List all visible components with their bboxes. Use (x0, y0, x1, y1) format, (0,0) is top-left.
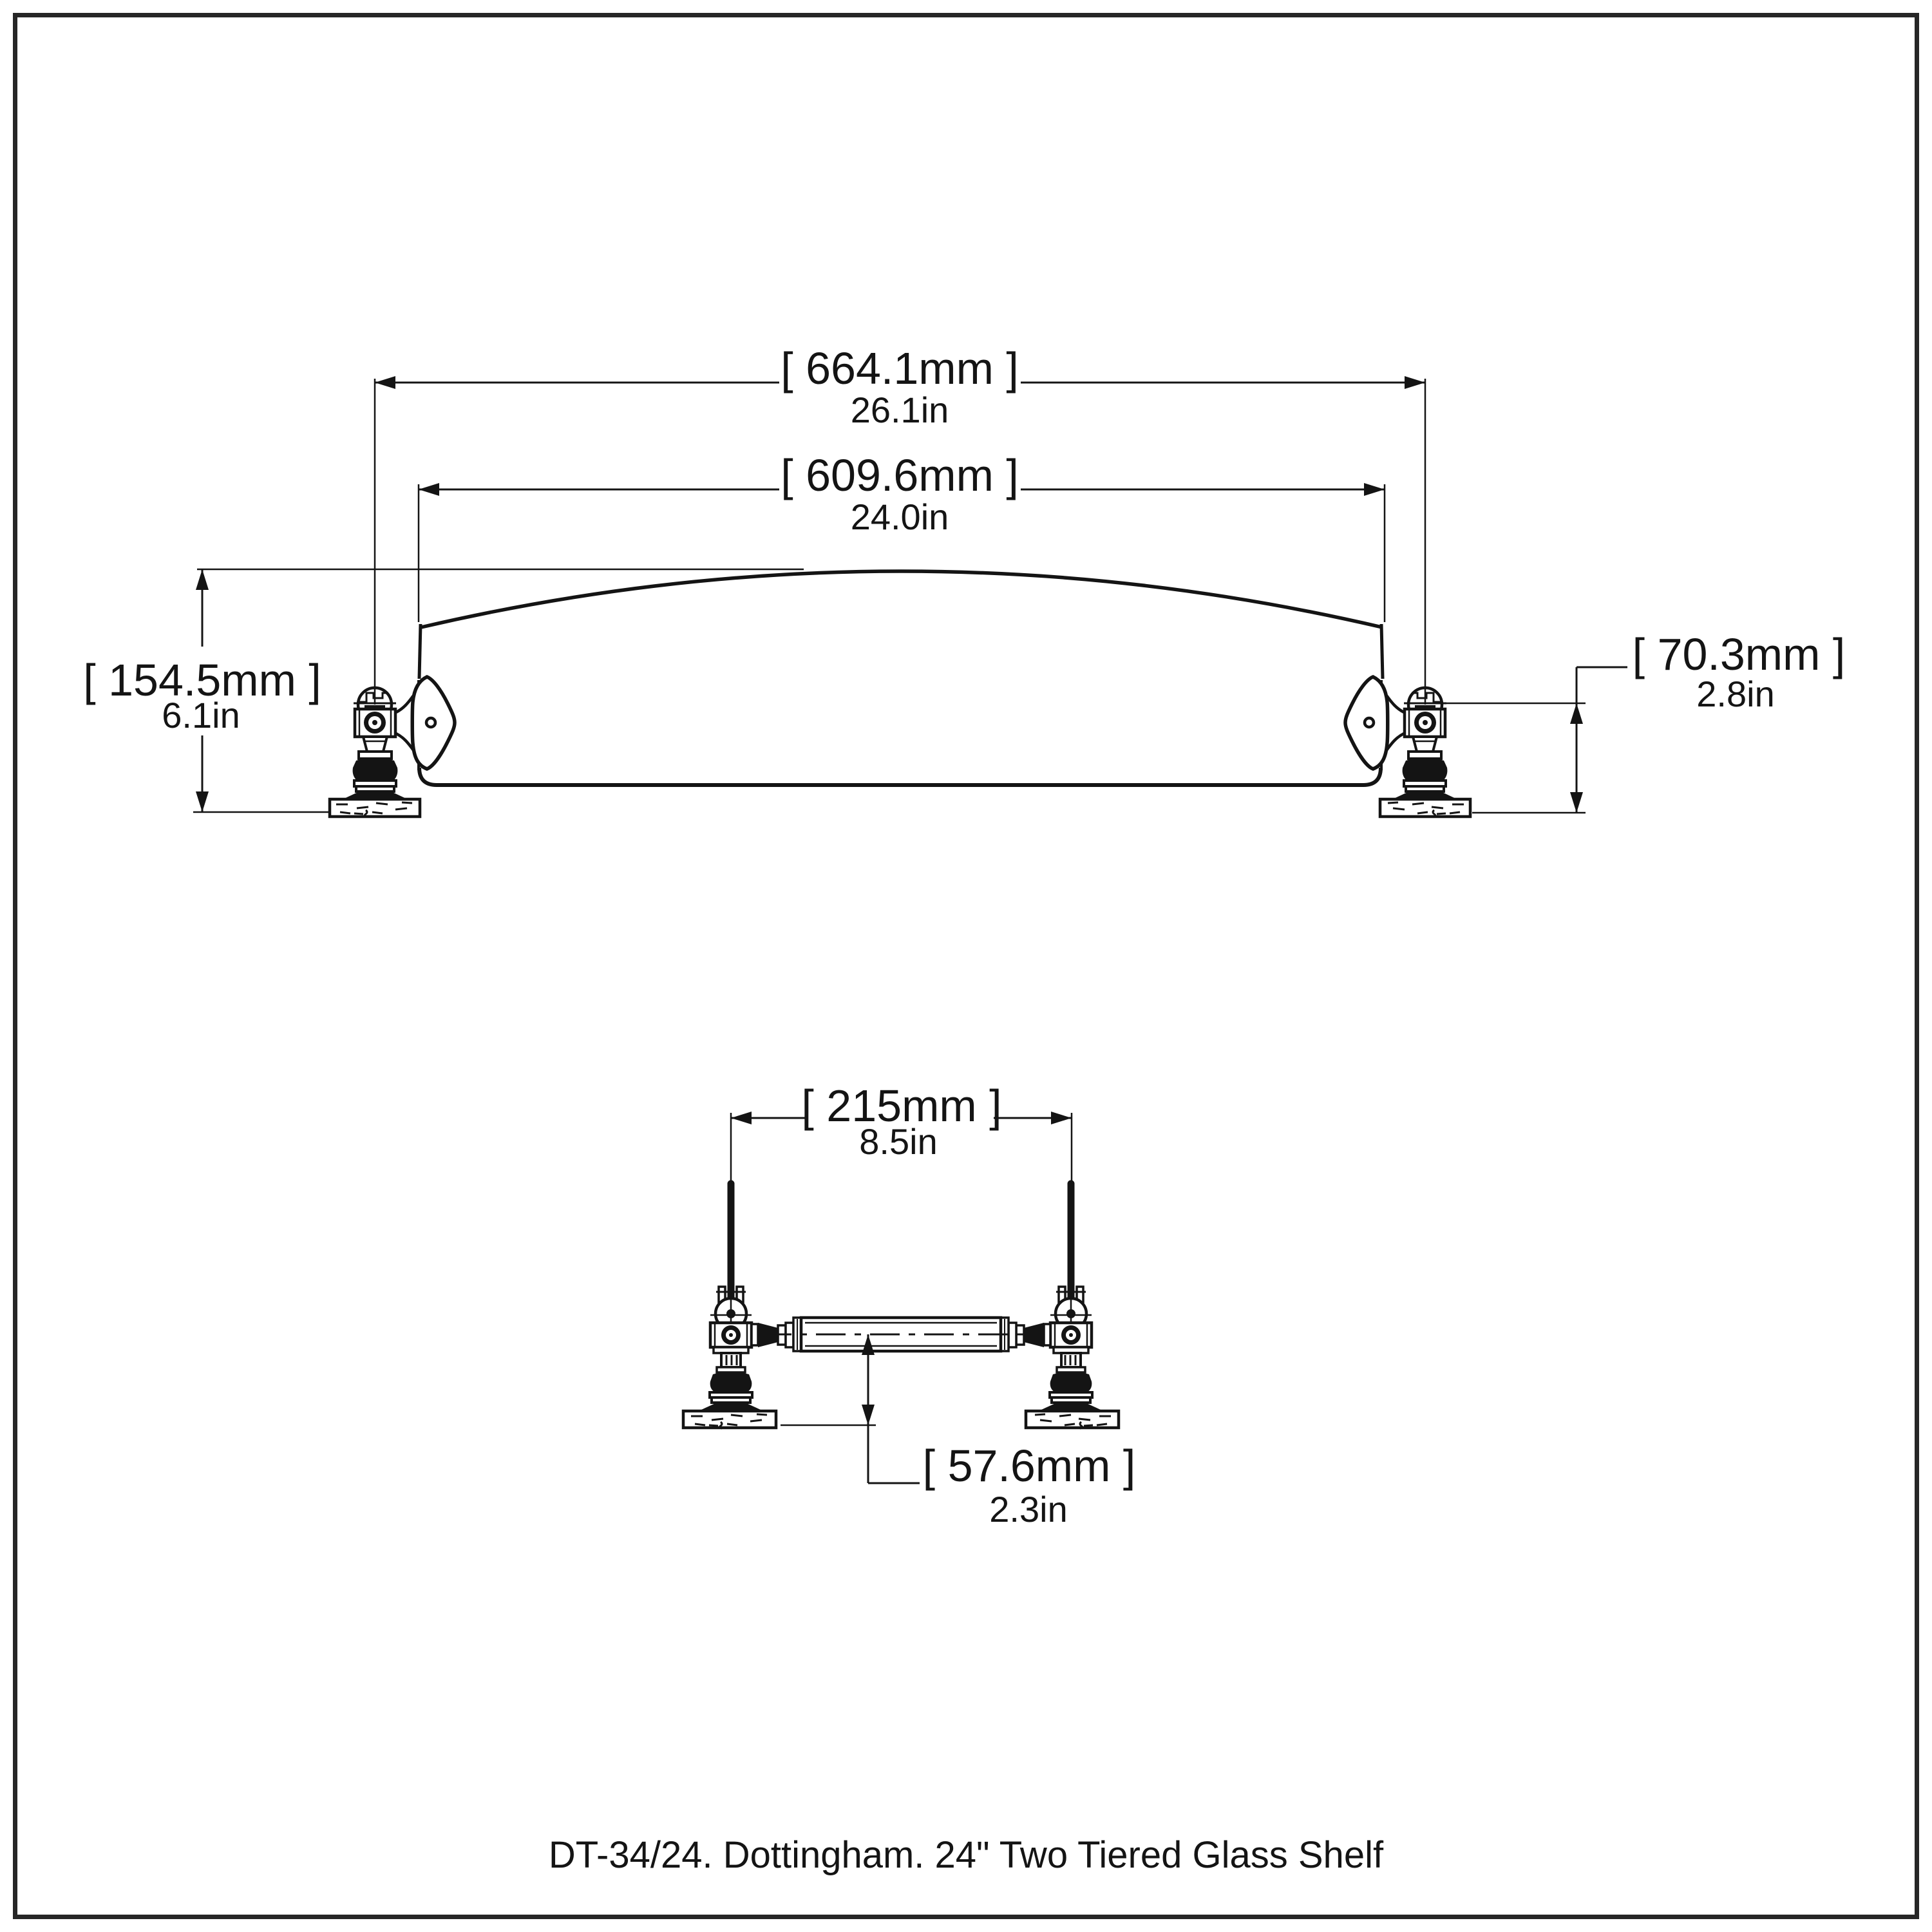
dim-glass-width (417, 483, 1386, 622)
dim-bar-height (781, 1334, 920, 1484)
dim-assembly-height (193, 568, 804, 813)
dim-glass-width-mm-label: [ 609.6mm ] (781, 450, 1019, 500)
dim-overall-width-mm-label: [ 664.1mm ] (781, 343, 1019, 393)
dim-post-spacing (730, 1112, 1073, 1182)
dim-post-spacing-mm-label: [ 215mm ] (801, 1081, 1001, 1131)
dim-bracket-height-mm-label: [ 70.3mm ] (1633, 629, 1846, 679)
dim-bar-height-in-label: 2.3in (989, 1489, 1067, 1530)
dim-bracket-height-in-label: 2.8in (1696, 674, 1774, 714)
dim-bracket-height (1444, 666, 1627, 814)
connecting-bar (762, 1316, 1041, 1353)
dim-bar-height-mm-label: [ 57.6mm ] (923, 1441, 1136, 1491)
page-border (13, 13, 1919, 1919)
front-left-bracket (330, 677, 455, 817)
side-right-post (1001, 1184, 1119, 1428)
dim-assembly-height-in-label: 6.1in (162, 695, 240, 735)
side-view: [ 215mm ] 8.5in [ 57.6mm ] 2.3in (683, 1081, 1135, 1530)
front-right-bracket (1345, 677, 1470, 817)
front-view: [ 664.1mm ] 26.1in [ 609.6mm ] 24.0in [ … (83, 343, 1845, 817)
dim-overall-width (374, 376, 1426, 705)
dim-glass-width-in-label: 24.0in (851, 497, 949, 537)
glass-panel (417, 569, 1385, 787)
dim-assembly-height-mm-label: [ 154.5mm ] (83, 655, 321, 705)
side-left-post (683, 1184, 801, 1428)
dim-post-spacing-in-label: 8.5in (859, 1121, 937, 1162)
dim-overall-width-in-label: 26.1in (851, 390, 949, 430)
product-caption: DT-34/24. Dottingham. 24" Two Tiered Gla… (549, 1834, 1384, 1876)
